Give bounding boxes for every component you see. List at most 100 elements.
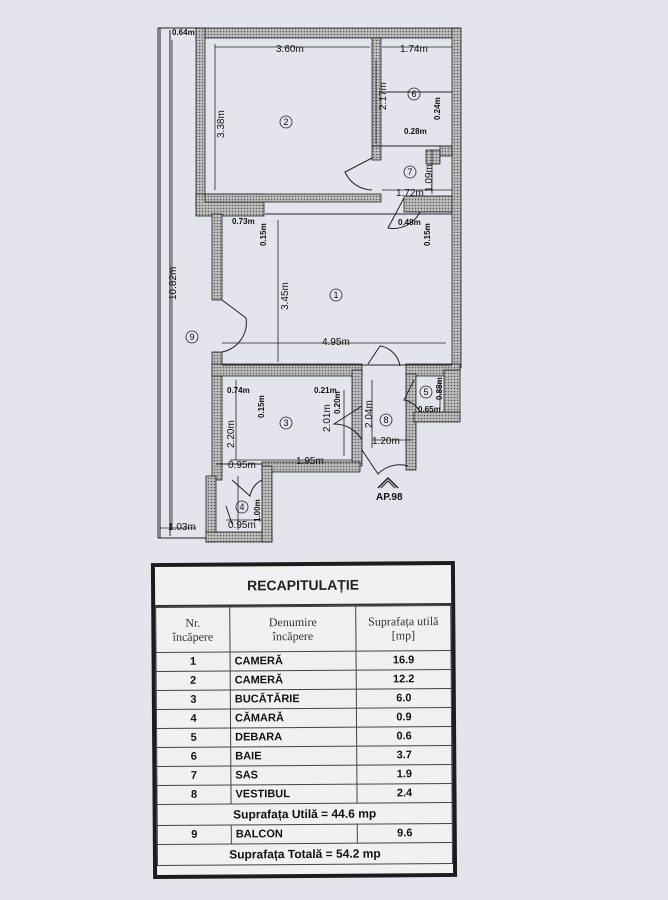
dimension-lines — [160, 40, 452, 530]
dim-label: 0.95m — [228, 460, 256, 471]
dim-label: 0.20m — [333, 391, 342, 414]
dim-label: 1.03m — [168, 522, 196, 533]
cell-nr: 3 — [156, 690, 231, 710]
svg-text:6: 6 — [411, 89, 416, 99]
cell-name: CAMERĂ — [230, 651, 357, 672]
dim-label: 0.88m — [435, 377, 444, 400]
dim-label: 2.17m — [378, 82, 389, 110]
svg-text:3: 3 — [283, 418, 288, 428]
table-header-row: Nr. încăpere Denumire încăpere Suprafața… — [155, 605, 452, 653]
dim-label: 10.82m — [168, 267, 179, 300]
table-row: 4 CĂMARĂ 0.9 — [156, 707, 452, 729]
table-row: 6 BAIE 3.7 — [156, 745, 452, 767]
dim-label: 0.73m — [232, 217, 255, 226]
cell-name: BUCĂTĂRIE — [230, 689, 357, 710]
cell-area: 0.6 — [356, 726, 452, 747]
exterior-walls — [195, 27, 462, 543]
room-marker: 1 — [329, 288, 343, 302]
cell-name: CĂMARĂ — [230, 708, 357, 729]
cell-name: SAS — [230, 765, 357, 786]
cell-name: BAIE — [230, 746, 357, 767]
dim-label: 1.95m — [296, 456, 324, 467]
cell-name: BALCON — [231, 824, 358, 845]
dim-label: 0.65m — [418, 405, 441, 414]
dim-label: 4.95m — [322, 337, 350, 348]
header-name-line1: Denumire — [268, 614, 317, 630]
dim-label: 1.00m — [253, 499, 262, 522]
useful-total: Suprafața Utilă = 44.6 mp — [157, 802, 453, 826]
header-area-line2: [mp] — [391, 628, 416, 643]
cell-nr: 2 — [156, 671, 231, 691]
dim-label: 3.38m — [216, 110, 227, 138]
header-nr-line1: Nr. — [185, 615, 201, 630]
grand-total: Suprafața Totală = 54.2 mp — [157, 842, 453, 866]
table-row: 2 CAMERĂ 12.2 — [156, 669, 452, 691]
svg-text:1: 1 — [333, 290, 338, 300]
svg-text:9: 9 — [189, 332, 194, 342]
cell-area: 16.9 — [356, 650, 452, 671]
cell-nr: 6 — [156, 747, 231, 767]
room-marker: 5 — [419, 385, 433, 399]
svg-text:2: 2 — [283, 117, 288, 127]
recap-table-panel: RECAPITULAȚIE Nr. încăpere Denumire încă… — [150, 560, 458, 880]
entrance-arrow-icon — [377, 476, 399, 489]
dim-label: 2.04m — [364, 400, 375, 428]
dim-label: 0.15m — [257, 395, 266, 418]
dim-label: 0.21m — [314, 386, 337, 395]
dim-label: 2.20m — [226, 420, 237, 448]
dim-label: 0.64m — [172, 28, 195, 37]
dim-label: 0.15m — [423, 223, 432, 246]
balcony-outline — [157, 27, 212, 539]
room-marker: 2 — [279, 115, 293, 129]
table-row: 8 VESTIBUL 2.4 — [156, 783, 453, 805]
table-row: 9 BALCON 9.6 — [157, 823, 453, 845]
grand-total-row: Suprafața Totală = 54.2 mp — [157, 842, 453, 866]
interior-lines — [216, 91, 452, 465]
dim-label: 0.28m — [404, 127, 427, 136]
cell-area: 1.9 — [356, 764, 452, 785]
room-marker: 7 — [403, 165, 417, 179]
door-swings — [221, 157, 421, 525]
cell-nr: 8 — [156, 785, 232, 805]
header-name: Denumire încăpere — [229, 606, 357, 653]
cell-nr: 5 — [156, 728, 231, 748]
room-marker: 6 — [407, 87, 421, 101]
dim-label: 0.15m — [259, 223, 268, 246]
room-marker: 9 — [185, 330, 199, 344]
header-name-line2: încăpere — [272, 628, 314, 644]
dim-label: 0.74m — [227, 386, 250, 395]
dim-label: 1.74m — [400, 44, 428, 55]
header-nr: Nr. încăpere — [155, 607, 231, 653]
dim-label: 3.45m — [280, 282, 291, 310]
cell-area: 9.6 — [357, 823, 453, 844]
cell-name: DEBARA — [230, 727, 357, 748]
recap-title: RECAPITULAȚIE — [154, 564, 452, 608]
dim-label: 0.95m — [228, 520, 256, 531]
svg-text:7: 7 — [407, 167, 412, 177]
table-row: 5 DEBARA 0.6 — [156, 726, 452, 748]
floor-plan: 0.64m 3.60m 1.74m 3.38m 2.17m 0.24m 0.28… — [157, 27, 462, 543]
header-area: Suprafața utilă [mp] — [355, 605, 452, 652]
useful-total-row: Suprafața Utilă = 44.6 mp — [157, 802, 453, 826]
svg-text:8: 8 — [383, 415, 388, 425]
dim-label: 3.60m — [276, 44, 304, 55]
dim-label: 2.01m — [322, 404, 333, 432]
cell-nr: 7 — [156, 766, 231, 786]
room-marker: 3 — [279, 416, 293, 430]
header-area-line1: Suprafața utilă — [368, 614, 439, 629]
svg-text:4: 4 — [239, 502, 244, 512]
cell-area: 12.2 — [356, 669, 452, 690]
header-nr-line2: încăpere — [172, 629, 214, 644]
dim-label: 0.48m — [398, 218, 421, 227]
table-row: 1 CAMERĂ 16.9 — [156, 650, 452, 672]
room-marker: 4 — [235, 500, 249, 514]
table-row: 7 SAS 1.9 — [156, 764, 452, 786]
cell-area: 2.4 — [356, 783, 453, 804]
cell-name: CAMERĂ — [230, 670, 357, 691]
room-marker: 8 — [379, 413, 393, 427]
recap-table: Nr. încăpere Denumire încăpere Suprafața… — [155, 605, 453, 866]
dim-label: 0.24m — [433, 97, 442, 120]
dim-label: 1.20m — [372, 436, 400, 447]
cell-area: 3.7 — [356, 745, 452, 766]
cell-nr: 9 — [157, 825, 232, 845]
